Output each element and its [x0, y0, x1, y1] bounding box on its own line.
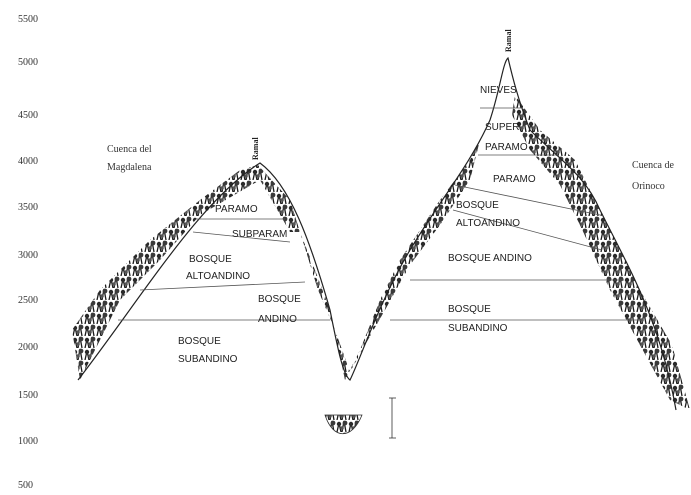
y-tick-label: 3000 — [18, 250, 38, 261]
inset-profile — [325, 398, 396, 438]
zone-label-subparamo: SUBPARAM — [232, 229, 287, 240]
zone-label-paramo: PARAMO — [215, 204, 258, 215]
zone-label-subandino-1: BOSQUE — [178, 336, 221, 347]
y-tick-label: 5000 — [18, 57, 38, 68]
y-axis: 5500 5000 4500 4000 3500 3000 2500 2000 … — [18, 14, 38, 491]
zone-label-andino-right: BOSQUE ANDINO — [448, 253, 532, 264]
zone-label-nieves: NIEVES — [480, 85, 517, 96]
left-ramal-label: Ramal — [251, 137, 260, 160]
forest-vegetation — [72, 95, 690, 410]
right-basin-label-line1: Cuenca de — [632, 160, 674, 171]
right-basin-label-line2: Orinoco — [632, 181, 665, 192]
left-basin-label-line2: Magdalena — [107, 162, 152, 173]
boundary-line — [140, 282, 305, 290]
y-tick-label: 3500 — [18, 202, 38, 213]
zone-label-paramo-right: PARAMO — [493, 174, 536, 185]
zone-label-altoandino-right-1: BOSQUE — [456, 200, 499, 211]
left-basin-label-line1: Cuenca del — [107, 144, 152, 155]
inset-valley — [325, 415, 362, 434]
y-tick-label: 5500 — [18, 14, 38, 25]
zone-label-altoandino-2: ALTOANDINO — [186, 271, 250, 282]
right-slope-forest — [512, 95, 690, 410]
y-tick-label: 1000 — [18, 436, 38, 447]
y-tick-label: 2500 — [18, 295, 38, 306]
y-tick-label: 500 — [18, 480, 33, 491]
zone-label-subandino-right-1: BOSQUE — [448, 304, 491, 315]
zone-label-superparamo-2: PARAMO — [485, 142, 528, 153]
y-tick-label: 4500 — [18, 110, 38, 121]
zone-label-superparamo-1: SUPER — [485, 122, 519, 133]
y-tick-label: 2000 — [18, 342, 38, 353]
right-ramal-label: Ramal — [504, 29, 513, 52]
y-tick-label: 1500 — [18, 390, 38, 401]
y-tick-label: 4000 — [18, 156, 38, 167]
zone-label-altoandino-1: BOSQUE — [189, 254, 232, 265]
zone-label-altoandino-right-2: ALTOANDINO — [456, 218, 520, 229]
zone-label-subandino-2: SUBANDINO — [178, 354, 238, 365]
zone-label-andino-2: ANDINO — [258, 314, 297, 325]
zone-label-andino-1: BOSQUE — [258, 294, 301, 305]
zone-label-subandino-right-2: SUBANDINO — [448, 323, 508, 334]
